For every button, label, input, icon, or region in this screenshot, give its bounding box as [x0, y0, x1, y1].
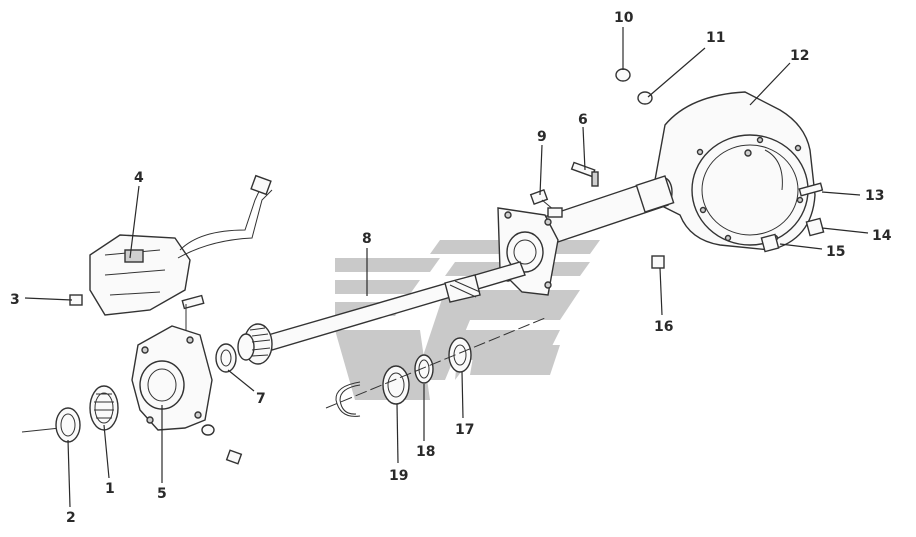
seal-19	[382, 365, 410, 405]
leader-lines	[24, 27, 869, 508]
callout-6: 6	[578, 112, 588, 128]
callout-16: 16	[654, 319, 673, 335]
callout-7: 7	[256, 391, 266, 407]
steering-knuckle	[131, 325, 213, 431]
callout-5: 5	[157, 486, 167, 502]
bearing-7	[215, 343, 237, 373]
snap-ring	[335, 381, 361, 417]
brake-caliper	[89, 174, 273, 316]
callout-4: 4	[134, 170, 144, 186]
bolt-9	[529, 189, 563, 218]
axle-housing	[654, 91, 816, 251]
callout-14: 14	[872, 228, 892, 244]
axis-line-outer	[325, 317, 546, 409]
bearing-1	[89, 385, 119, 431]
callout-19: 19	[389, 468, 408, 484]
callout-13: 13	[865, 188, 884, 204]
bearing-17	[448, 337, 472, 373]
bearing-2	[55, 407, 81, 443]
callout-9: 9	[537, 129, 547, 145]
axle-shaft	[237, 261, 526, 365]
callout-17: 17	[455, 422, 474, 438]
callout-1: 1	[105, 481, 115, 497]
axle-tube	[519, 175, 675, 253]
callout-12: 12	[790, 48, 809, 64]
callout-10: 10	[614, 10, 634, 26]
bolt-14	[805, 217, 825, 237]
callout-18: 18	[416, 444, 435, 460]
nut-10	[615, 68, 631, 82]
knuckle-bolt	[201, 424, 243, 465]
tube-flange	[497, 207, 559, 296]
callout-8: 8	[362, 231, 372, 247]
callout-11: 11	[706, 30, 725, 46]
bolt-15	[760, 233, 780, 253]
callout-3: 3	[10, 292, 20, 308]
ring-18	[414, 354, 434, 384]
speed-sensor	[181, 294, 205, 330]
sensor-6	[570, 161, 599, 187]
callout-2: 2	[66, 510, 76, 526]
axis-line-hub	[21, 427, 61, 433]
stud-13	[798, 182, 824, 197]
washer-11	[637, 91, 653, 105]
callout-15: 15	[826, 244, 845, 260]
nut-16	[651, 255, 665, 269]
